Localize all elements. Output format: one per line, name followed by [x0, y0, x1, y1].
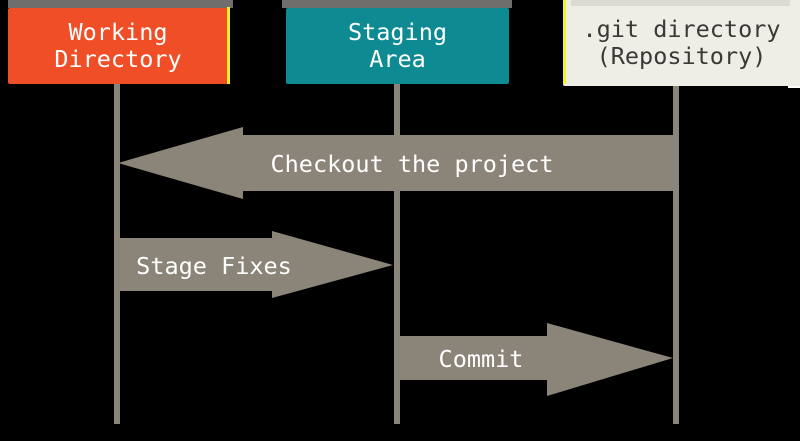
commit-arrow-label: Commit — [438, 345, 524, 373]
staging-area-label-line2: Area — [369, 45, 426, 73]
stage-fixes-arrow-right-icon — [117, 231, 393, 298]
stage-fixes-arrow-label: Stage Fixes — [136, 252, 292, 280]
working-directory-label-line1: Working — [68, 18, 168, 46]
yellow-highlight-line-git — [563, 0, 566, 84]
top-shadow-bar-working — [8, 0, 233, 8]
top-shadow-bar-staging — [282, 0, 512, 8]
git-directory-box-top-strip — [571, 0, 790, 6]
commit-arrow-right-icon — [396, 323, 673, 396]
git-directory-lifeline — [673, 86, 679, 424]
staging-area-box: Staging Area — [286, 8, 509, 84]
staging-area-lifeline — [394, 84, 400, 424]
working-directory-box: Working Directory — [8, 8, 228, 84]
checkout-arrow-label: Checkout the project — [270, 150, 554, 178]
staging-area-label-line1: Staging — [347, 18, 448, 46]
yellow-highlight-line-working — [227, 7, 230, 84]
working-directory-label-line2: Directory — [54, 45, 182, 73]
git-directory-label-line1: .git directory — [582, 15, 781, 43]
git-directory-label-line2: (Repository) — [596, 42, 767, 70]
git-directory-box: .git directory (Repository) — [563, 0, 800, 86]
checkout-arrow-left-icon — [118, 127, 677, 199]
